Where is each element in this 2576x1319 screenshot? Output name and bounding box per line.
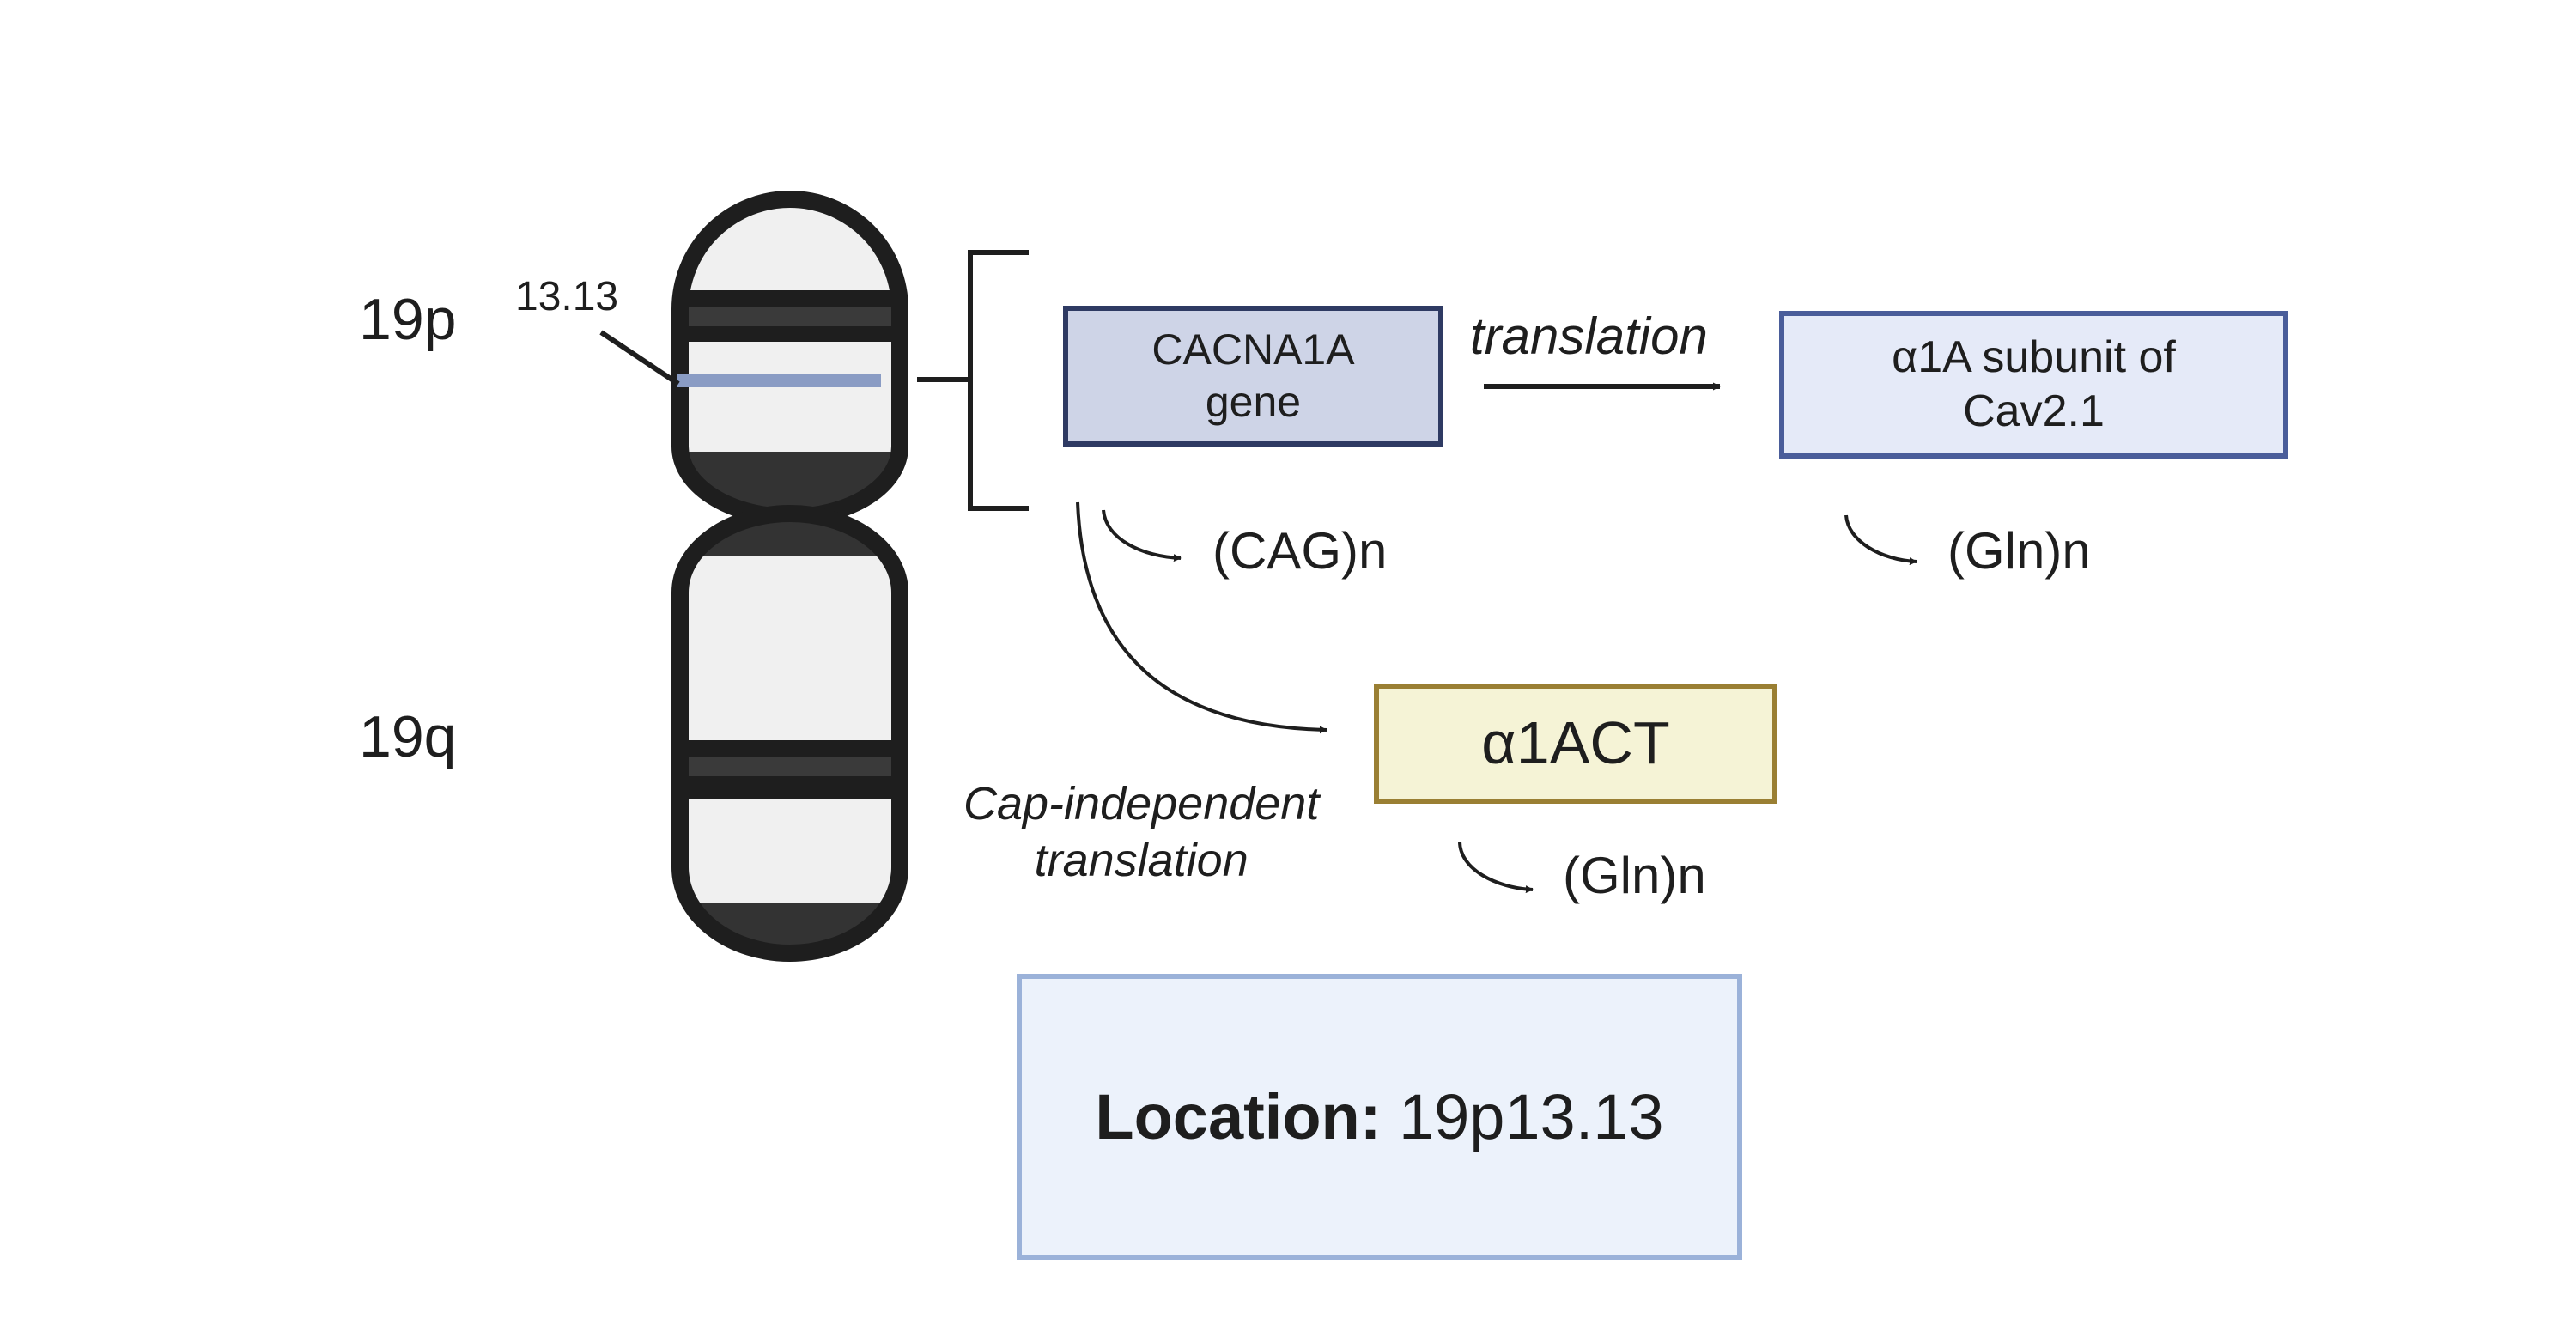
gene-box-text: CACNA1A gene xyxy=(1151,325,1355,426)
cap-independent-arrow xyxy=(1076,501,1327,734)
highlight-band-13-13 xyxy=(677,374,881,387)
translation-label: translation xyxy=(1470,307,1708,365)
arm-p-label: 19p xyxy=(359,287,457,352)
cap-independent-label: Cap-independent translation xyxy=(963,778,1320,886)
location-box: Location: 19p13.13 xyxy=(1017,974,1742,1260)
cag-repeat-arrow xyxy=(1102,509,1182,562)
gln-subunit-label: (Gln)n xyxy=(1947,522,2091,580)
location-value: 19p13.13 xyxy=(1398,1081,1664,1152)
act-box-text: α1ACT xyxy=(1481,709,1670,777)
arm-q-label: 19q xyxy=(359,704,457,769)
act-box: α1ACT xyxy=(1374,684,1777,804)
gene-bracket xyxy=(917,250,1029,511)
subunit-box-text: α1A subunit of Cav2.1 xyxy=(1892,331,2176,436)
location-label: Location: xyxy=(1095,1081,1382,1152)
cag-repeat-label: (CAG)n xyxy=(1212,522,1388,580)
subunit-box: α1A subunit of Cav2.1 xyxy=(1779,311,2288,459)
gln-act-arrow xyxy=(1458,841,1534,894)
gene-box: CACNA1A gene xyxy=(1063,306,1443,447)
chromosome-q-arm xyxy=(671,505,908,962)
gln-subunit-arrow xyxy=(1844,514,1917,566)
band-pointer-line xyxy=(599,330,680,386)
chromosome-p-arm xyxy=(671,191,908,526)
band-label: 13.13 xyxy=(515,274,619,319)
location-text: Location: 19p13.13 xyxy=(1095,1080,1663,1153)
gln-act-label: (Gln)n xyxy=(1563,847,1706,904)
